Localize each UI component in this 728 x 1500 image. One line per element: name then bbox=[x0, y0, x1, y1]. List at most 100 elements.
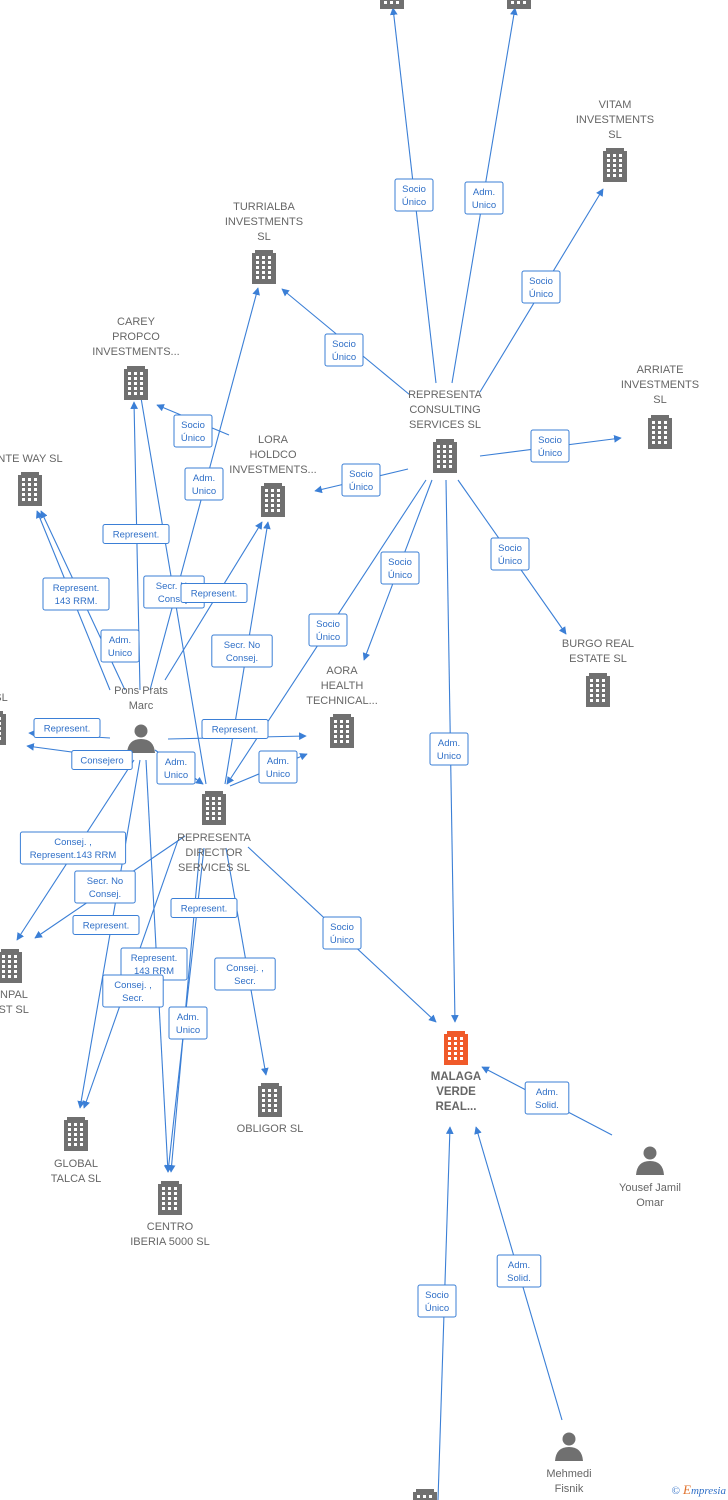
node-label: MALAGA bbox=[431, 1071, 481, 1083]
relation-label-text: Único bbox=[498, 556, 522, 567]
node-label: OBLIGOR SL bbox=[237, 1123, 304, 1135]
relation-label-text: Socio bbox=[402, 184, 426, 195]
relation-label[interactable]: Adm.Unico bbox=[156, 751, 196, 785]
building-icon bbox=[0, 949, 22, 983]
relation-label[interactable]: Adm.Solid. bbox=[496, 1254, 542, 1288]
node-label: Fisnik bbox=[555, 1483, 584, 1495]
relation-label[interactable]: Represent. bbox=[33, 718, 101, 738]
relation-label[interactable]: Adm.Unico bbox=[258, 750, 298, 784]
relation-label[interactable]: Consejero bbox=[71, 750, 133, 770]
node-label: AORA bbox=[326, 665, 358, 677]
relation-label[interactable]: Adm.Unico bbox=[184, 467, 224, 501]
node-label: CAREY bbox=[117, 316, 156, 328]
node-label: Mehmedi bbox=[546, 1468, 591, 1480]
relation-label-text: Socio bbox=[529, 276, 553, 287]
relation-label[interactable]: Consej. ,Secr. bbox=[102, 974, 164, 1008]
relation-label[interactable]: Represent. bbox=[102, 524, 170, 544]
copyright-mark[interactable]: ©Empresia bbox=[672, 1482, 726, 1498]
node-label: NTE WAY SL bbox=[0, 453, 63, 465]
building-icon bbox=[261, 483, 285, 517]
person-icon bbox=[555, 1432, 583, 1461]
relation-label[interactable]: Adm.Unico bbox=[429, 732, 469, 766]
relation-label[interactable]: Adm.Solid. bbox=[524, 1081, 570, 1115]
relation-label[interactable]: Represent.143 RRM. bbox=[42, 577, 110, 611]
relation-label-text: Adm. bbox=[267, 756, 289, 767]
relation-label[interactable]: Represent. bbox=[170, 898, 238, 918]
relation-label-text: Único bbox=[181, 433, 205, 444]
relation-label-text: Secr. bbox=[234, 976, 256, 987]
person-icon bbox=[127, 724, 155, 753]
building-icon bbox=[586, 673, 610, 707]
node-aora[interactable]: AORAHEALTHTECHNICAL... bbox=[306, 665, 378, 748]
node-label: UNPAL bbox=[0, 989, 28, 1001]
building-icon bbox=[252, 250, 276, 284]
node-carey[interactable]: CAREYPROPCOINVESTMENTS... bbox=[92, 316, 180, 400]
node-top-a[interactable] bbox=[380, 0, 404, 9]
node-lora[interactable]: LORAHOLDCOINVESTMENTS... bbox=[229, 434, 317, 517]
relation-label-text: Adm. bbox=[193, 473, 215, 484]
node-label: BURGO REAL bbox=[562, 638, 634, 650]
node-label: INVESTMENTS... bbox=[229, 464, 316, 476]
relation-label[interactable]: Represent. bbox=[180, 583, 248, 603]
node-in-sl[interactable]: IN SL bbox=[0, 692, 8, 745]
relation-label[interactable]: Represent. bbox=[72, 915, 140, 935]
node-label: IBERIA 5000 SL bbox=[130, 1236, 210, 1248]
relation-label[interactable]: Consej. ,Secr. bbox=[214, 957, 276, 991]
relation-label-text: Único bbox=[538, 448, 562, 459]
relation-label[interactable]: Consej. ,Represent.143 RRM bbox=[19, 831, 127, 865]
relation-label[interactable]: Adm.Unico bbox=[100, 629, 140, 663]
node-label: Yousef Jamil bbox=[619, 1182, 681, 1194]
node-label: Pons Prats bbox=[114, 685, 168, 697]
person-icon bbox=[636, 1146, 664, 1175]
node-label: Marc bbox=[129, 700, 154, 712]
relation-label-text: Único bbox=[332, 352, 356, 363]
relation-label-text: Único bbox=[316, 632, 340, 643]
relation-label-text: Adm. bbox=[536, 1087, 558, 1098]
node-bottom-a[interactable] bbox=[413, 1489, 437, 1500]
node-top-b[interactable] bbox=[507, 0, 531, 9]
building-icon bbox=[0, 711, 6, 745]
relation-label-text: Socio bbox=[388, 557, 412, 568]
building-icon bbox=[413, 1489, 437, 1500]
relation-label[interactable]: Adm.Unico bbox=[168, 1006, 208, 1040]
relation-label[interactable]: Adm.Unico bbox=[464, 181, 504, 215]
node-malaga[interactable]: MALAGAVERDEREAL... bbox=[431, 1031, 481, 1113]
node-obligor[interactable]: OBLIGOR SL bbox=[237, 1083, 304, 1135]
node-label: TALCA SL bbox=[51, 1173, 102, 1185]
node-unpal[interactable]: UNPALEST SL bbox=[0, 949, 29, 1016]
node-label: SL bbox=[608, 129, 621, 141]
relation-label-text: Único bbox=[402, 197, 426, 208]
relation-label-text: Consej. bbox=[226, 653, 258, 664]
relation-label-text: 143 RRM bbox=[134, 966, 174, 977]
relation-label[interactable]: Represent. bbox=[201, 719, 269, 739]
relation-label-text: Adm. bbox=[473, 187, 495, 198]
relation-label-text: Represent. bbox=[191, 589, 237, 600]
node-ntway[interactable]: NTE WAY SL bbox=[0, 453, 63, 506]
node-label: REPRESENTA bbox=[408, 389, 482, 401]
node-label: LORA bbox=[258, 434, 289, 446]
